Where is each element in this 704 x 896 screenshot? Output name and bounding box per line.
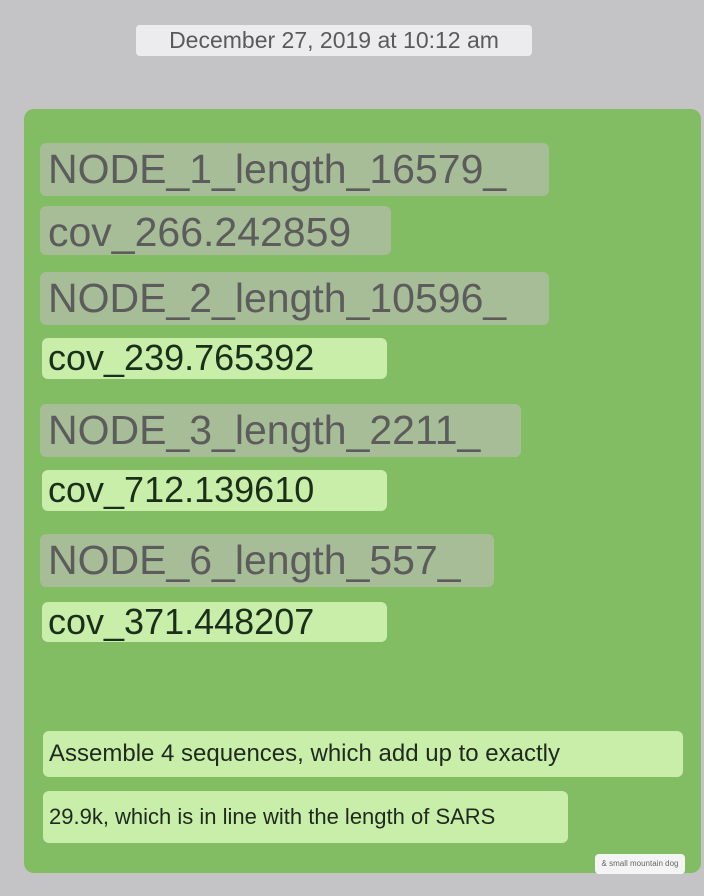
sequence-node-6-coverage: cov_371.448207 [42, 602, 387, 642]
sequence-node-1-label: NODE_1_length_16579_ [40, 143, 549, 196]
sequence-node-2-coverage: cov_239.765392 [42, 338, 387, 379]
sequence-node-1-coverage: cov_266.242859 [40, 206, 391, 255]
sequence-node-2-label: NODE_2_length_10596_ [40, 272, 549, 325]
sequence-node-6-label: NODE_6_length_557_ [40, 534, 494, 587]
message-timestamp: December 27, 2019 at 10:12 am [136, 25, 532, 56]
caption-line-2: 29.9k, which is in line with the length … [43, 791, 568, 843]
sequence-node-3-coverage: cov_712.139610 [42, 470, 387, 511]
sequence-node-3-label: NODE_3_length_2211_ [40, 404, 521, 457]
watermark-label: & small mountain dog [595, 854, 685, 874]
caption-line-1: Assemble 4 sequences, which add up to ex… [43, 731, 683, 777]
